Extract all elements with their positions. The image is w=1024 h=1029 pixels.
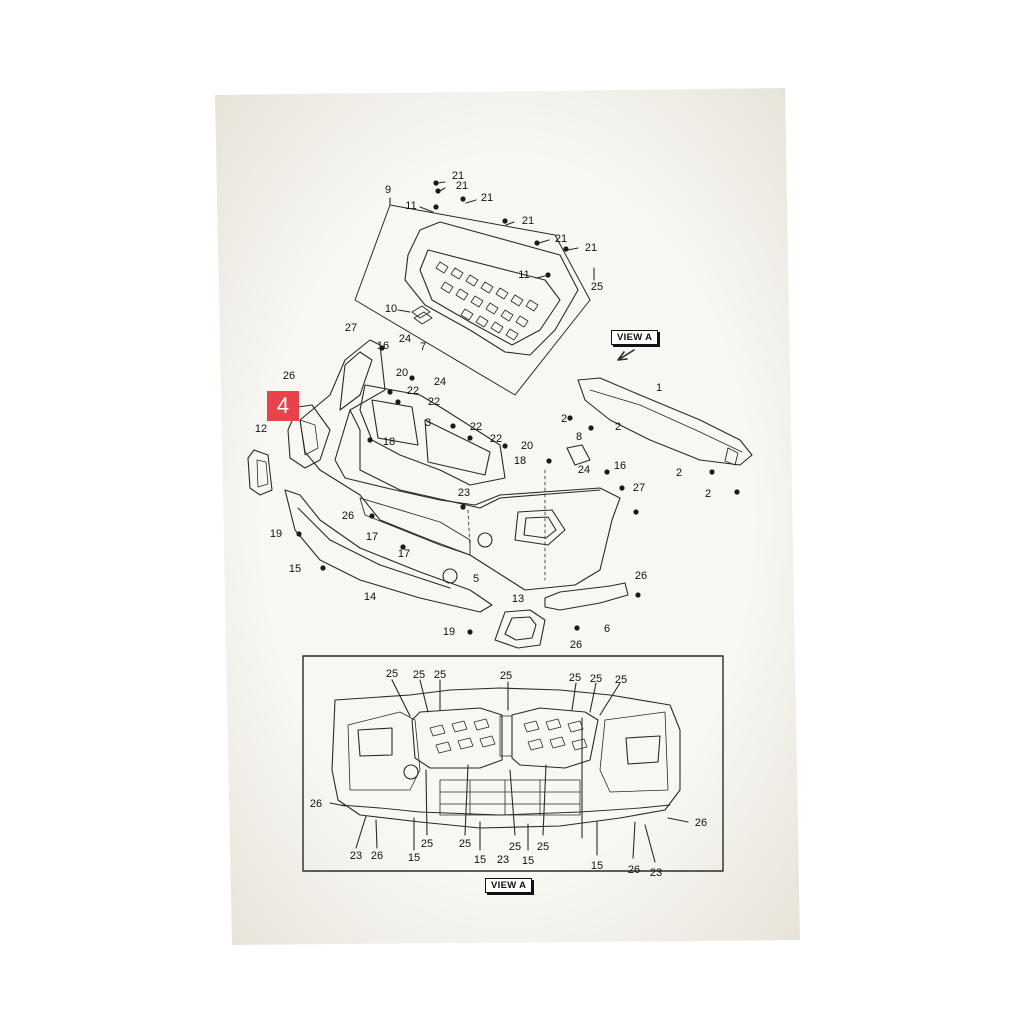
step-number-badge: 4 (267, 391, 299, 421)
callout-23: 23 (496, 854, 510, 866)
callout-22: 22 (469, 421, 483, 433)
callout-25: 25 (590, 281, 604, 293)
callout-26: 26 (634, 570, 648, 582)
callout-17: 17 (397, 548, 411, 560)
callout-10: 10 (384, 303, 398, 315)
callout-25: 25 (433, 669, 447, 681)
callout-21: 21 (455, 180, 469, 192)
callout-25: 25 (420, 838, 434, 850)
callout-12: 12 (254, 423, 268, 435)
callout-15: 15 (288, 563, 302, 575)
callout-15: 15 (590, 860, 604, 872)
callout-2: 2 (614, 421, 622, 433)
callout-21: 21 (480, 192, 494, 204)
callout-16: 16 (376, 340, 390, 352)
callout-22: 22 (489, 433, 503, 445)
callout-25: 25 (568, 672, 582, 684)
callout-1: 1 (655, 382, 663, 394)
callout-25: 25 (614, 674, 628, 686)
callout-8: 8 (575, 431, 583, 443)
callout-26: 26 (627, 864, 641, 876)
callout-6: 6 (603, 623, 611, 635)
callout-19: 19 (269, 528, 283, 540)
callout-25: 25 (589, 673, 603, 685)
callout-25: 25 (536, 841, 550, 853)
callout-22: 22 (406, 385, 420, 397)
callout-23: 23 (649, 867, 663, 879)
callout-25: 25 (412, 669, 426, 681)
callout-18: 18 (513, 455, 527, 467)
callout-25: 25 (385, 668, 399, 680)
callout-16: 16 (613, 460, 627, 472)
callout-2: 2 (560, 413, 568, 425)
callout-22: 22 (427, 396, 441, 408)
callout-11: 11 (405, 200, 417, 212)
callout-25: 25 (508, 841, 522, 853)
callout-21: 21 (584, 242, 598, 254)
callout-15: 15 (521, 855, 535, 867)
callout-24: 24 (577, 464, 591, 476)
callout-15: 15 (473, 854, 487, 866)
callout-14: 14 (363, 591, 377, 603)
view-a-tag-bottom: VIEW A (485, 878, 533, 893)
callout-23: 23 (349, 850, 363, 862)
callout-17: 17 (365, 531, 379, 543)
callout-21: 21 (451, 170, 465, 182)
callout-21: 21 (521, 215, 535, 227)
callout-21: 21 (554, 233, 568, 245)
callout-26: 26 (370, 850, 384, 862)
callout-27: 27 (632, 482, 646, 494)
callout-25: 25 (499, 670, 513, 682)
callout-15: 15 (407, 852, 421, 864)
callout-24: 24 (398, 333, 412, 345)
callout-26: 26 (282, 370, 296, 382)
callout-23: 23 (457, 487, 471, 499)
callout-9: 9 (384, 184, 392, 196)
callout-26: 26 (309, 798, 323, 810)
callout-18: 18 (382, 436, 396, 448)
callout-20: 20 (395, 367, 409, 379)
callout-2: 2 (704, 488, 712, 500)
callout-19: 19 (442, 626, 456, 638)
callout-2: 2 (675, 467, 683, 479)
callout-7: 7 (419, 341, 427, 353)
callout-3: 3 (424, 417, 432, 429)
callout-25: 25 (458, 838, 472, 850)
callout-13: 13 (511, 593, 525, 605)
callout-26: 26 (694, 817, 708, 829)
callout-5: 5 (472, 573, 480, 585)
callout-11: 11 (518, 269, 530, 281)
paper-sheet (215, 88, 800, 945)
view-a-tag-top: VIEW A (611, 330, 659, 345)
callout-26: 26 (341, 510, 355, 522)
callout-27: 27 (344, 322, 358, 334)
callout-26: 26 (569, 639, 583, 651)
callout-24: 24 (433, 376, 447, 388)
callout-20: 20 (520, 440, 534, 452)
